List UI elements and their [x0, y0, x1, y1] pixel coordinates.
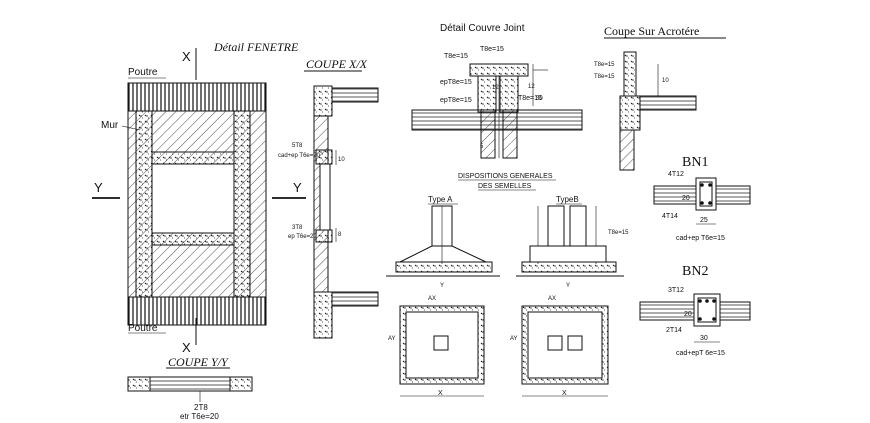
coupe-xx-label-top-2: cad+ep T6e=20 [278, 153, 321, 159]
couvre-joint-dim-1: 12 [492, 85, 499, 91]
coupe-yy-title: COUPE Y/Y [168, 355, 229, 369]
coupe-xx-label-bot-2: ep T6e=20 [288, 234, 317, 240]
coupe-xx-label-bot-1: 3T8 [292, 225, 303, 231]
type-b-rebar-label: T8e=15 [608, 230, 629, 236]
section-bn2: BN2 3T12 2T14 20 30 cad+epT 6e=15 [639, 264, 751, 357]
couvre-joint-label-1: T8e=15 [444, 53, 468, 60]
poutre-top-beam [127, 82, 267, 112]
acrotere-title: Coupe Sur Acrotére [604, 24, 699, 38]
type-b-ay-label: AY [510, 336, 518, 342]
fenetre-sill [151, 232, 235, 246]
couvre-joint-dim-3: 30 [536, 96, 543, 102]
coupe-xx-dim-bot: 8 [338, 232, 342, 238]
couvre-joint-label-2: T8e=15 [480, 46, 504, 53]
coupe-xx-dim-top: 10 [338, 157, 345, 163]
type-a-x-label: X [438, 390, 443, 397]
fenetre-x-bottom-label: X [182, 340, 191, 355]
coupe-xx: COUPE X/X 5T8 cad+ep T6e=20 10 3T8 ep T6… [278, 57, 379, 339]
couvre-joint-label-3: epT8e=15 [440, 79, 472, 86]
fenetre-title: Détail FENETRE [213, 40, 299, 54]
bn2-top-label: 3T12 [668, 287, 684, 294]
type-b-ax-label: AX [548, 296, 556, 302]
type-a-y-label: Y [440, 283, 444, 289]
dispositions-line-2: DES SEMELLES [478, 183, 532, 190]
semelle-type-b: TypeB T8e=15 Y AX AY X [510, 195, 629, 397]
bn1-height-label: 20 [682, 195, 690, 202]
bn1-title: BN1 [682, 155, 708, 170]
couvre-joint-label-5: T8e=15 [518, 95, 542, 102]
coupe-acrotere: Coupe Sur Acrotére T8e=15 T8e=15 10 [594, 24, 726, 171]
bn1-bottom-label: 4T14 [662, 213, 678, 220]
type-a-ax-label: AX [428, 296, 436, 302]
section-bn1: BN1 4T12 4T14 20 25 cad+ep T6e=15 [653, 155, 751, 242]
couvre-joint-dim-2: 12 [528, 84, 535, 90]
window-opening [151, 163, 235, 234]
acrotere-label-2: T8e=15 [594, 74, 615, 80]
bn2-title: BN2 [682, 264, 708, 279]
coupe-xx-title: COUPE X/X [306, 57, 368, 71]
bn2-stirrup-label: cad+epT 6e=15 [676, 350, 725, 357]
type-a-ay-label: AY [388, 336, 396, 342]
type-b-title: TypeB [556, 195, 579, 204]
coupe-yy: COUPE Y/Y 2T8 etr T6e=20 [127, 355, 253, 421]
bn2-bottom-label: 2T14 [666, 327, 682, 334]
fenetre-right-post [233, 110, 251, 298]
detail-fenetre: Détail FENETRE X X Y Y Poutre Mur Poutre [92, 40, 306, 355]
couvre-joint-label-4: epT8e=15 [440, 97, 472, 104]
fenetre-left-post [135, 110, 153, 298]
fenetre-x-top-label: X [182, 49, 191, 64]
poutre-top-label: Poutre [128, 67, 158, 78]
couvre-joint-dim-4: 5 [480, 144, 484, 150]
type-b-x-label: X [562, 390, 567, 397]
bn2-height-label: 20 [684, 311, 692, 318]
acrotere-label-1: T8e=15 [594, 62, 615, 68]
coupe-yy-label-1: 2T8 [194, 403, 208, 412]
fenetre-y-left-label: Y [94, 180, 103, 195]
mur-label: Mur [101, 120, 119, 131]
coupe-xx-label-top-1: 5T8 [292, 143, 303, 149]
poutre-bottom-label: Poutre [128, 323, 158, 334]
bn1-stirrup-label: cad+ep T6e=15 [676, 235, 725, 242]
bn2-width-label: 30 [700, 335, 708, 342]
coupe-yy-label-2: etr T6e=20 [180, 412, 219, 421]
bn1-width-label: 25 [700, 217, 708, 224]
type-a-title: Type A [428, 195, 453, 204]
bn1-top-label: 4T12 [668, 171, 684, 178]
detail-couvre-joint: Détail Couvre Joint T8e=15 T8e=15 epT8e=… [411, 23, 583, 159]
type-b-y-label: Y [566, 283, 570, 289]
couvre-joint-title: Détail Couvre Joint [440, 23, 525, 34]
acrotere-dim-1: 10 [662, 78, 669, 84]
fenetre-y-right-label: Y [293, 180, 302, 195]
dispositions-line-1: DISPOSITIONS GENERALES [458, 173, 553, 180]
dispositions-generales: DISPOSITIONS GENERALES DES SEMELLES [458, 173, 556, 191]
semelle-type-a: Type A Y AX AY X [386, 195, 500, 397]
poutre-bottom-beam [127, 296, 267, 326]
fenetre-lintel [151, 151, 235, 165]
